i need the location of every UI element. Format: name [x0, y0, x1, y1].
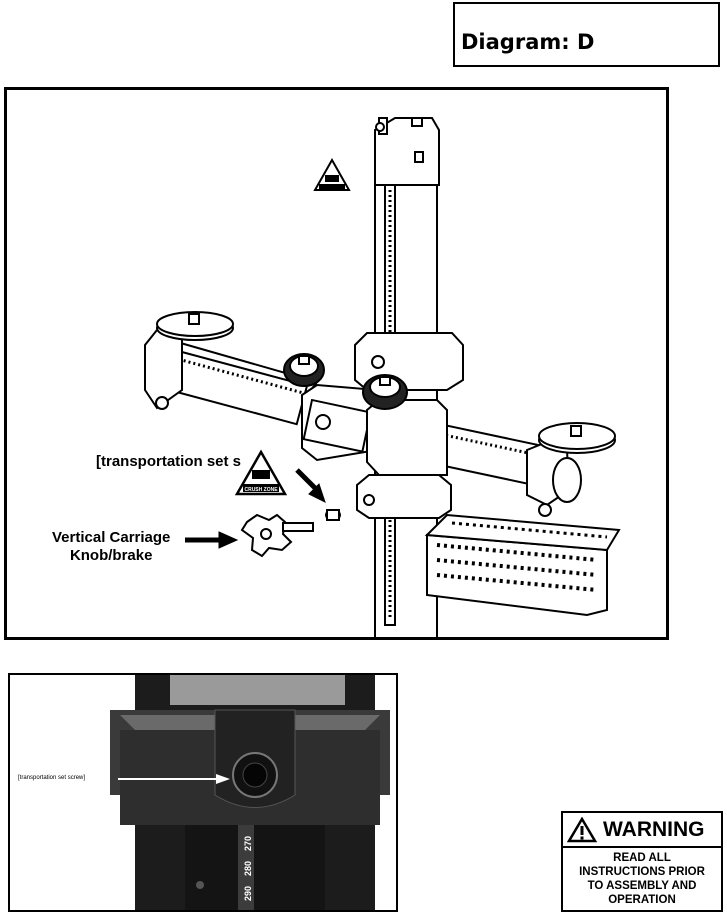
- carriage-label-line2: Knob/brake: [69, 547, 153, 564]
- crush-zone-icon: CRUSH ZONE: [234, 449, 288, 496]
- arrow-icon: [216, 774, 230, 784]
- scale-label: 290: [243, 886, 253, 901]
- top-knob-left: [283, 353, 325, 387]
- equipment-illustration: CRUSH ZONE: [144, 117, 621, 637]
- accessory-basket: [424, 513, 621, 617]
- crush-zone-text: CRUSH ZONE: [244, 487, 278, 493]
- scale-label: 270: [243, 836, 253, 851]
- diagram-title: Diagram: D: [461, 30, 595, 54]
- set-screw-label: [transportation set s: [96, 453, 242, 470]
- set-screw-photo: 270 280 290 [transportation set screw]: [8, 673, 398, 912]
- warning-triangle-icon: [567, 817, 597, 843]
- photo-image: 270 280 290: [10, 675, 396, 910]
- warning-message: READ ALL INSTRUCTIONS PRIOR TO ASSEMBLY …: [563, 851, 721, 907]
- warning-line: INSTRUCTIONS PRIOR: [579, 866, 705, 878]
- warning-line: TO ASSEMBLY AND: [587, 880, 697, 892]
- arrow-icon: [295, 468, 326, 503]
- carriage-knob-label: Vertical Carriage Knob/brake: [52, 529, 170, 565]
- warning-box: WARNING READ ALL INSTRUCTIONS PRIOR TO A…: [561, 811, 723, 912]
- warning-line: OPERATION: [608, 894, 676, 906]
- right-carriage: [366, 399, 448, 476]
- lower-carriage-collar: [356, 474, 452, 519]
- photo-set-screw-label: [transportation set screw]: [18, 775, 86, 781]
- diagram-title-box: Diagram: D: [453, 2, 720, 67]
- column-top-cap: [374, 117, 440, 186]
- warning-header: WARNING: [563, 813, 721, 848]
- scale-label: 280: [243, 861, 253, 876]
- diagram-panel: CRUSH ZONE [transportation set s Vertica…: [4, 87, 669, 640]
- arrow-icon: [185, 531, 239, 549]
- warning-title: WARNING: [603, 818, 705, 841]
- warning-line: READ ALL: [613, 852, 671, 864]
- carriage-label-line1: Vertical Carriage: [52, 529, 171, 546]
- top-knob-right: [362, 374, 408, 410]
- crush-zone-icon: [313, 157, 351, 191]
- carriage-knob-brake: [240, 509, 341, 558]
